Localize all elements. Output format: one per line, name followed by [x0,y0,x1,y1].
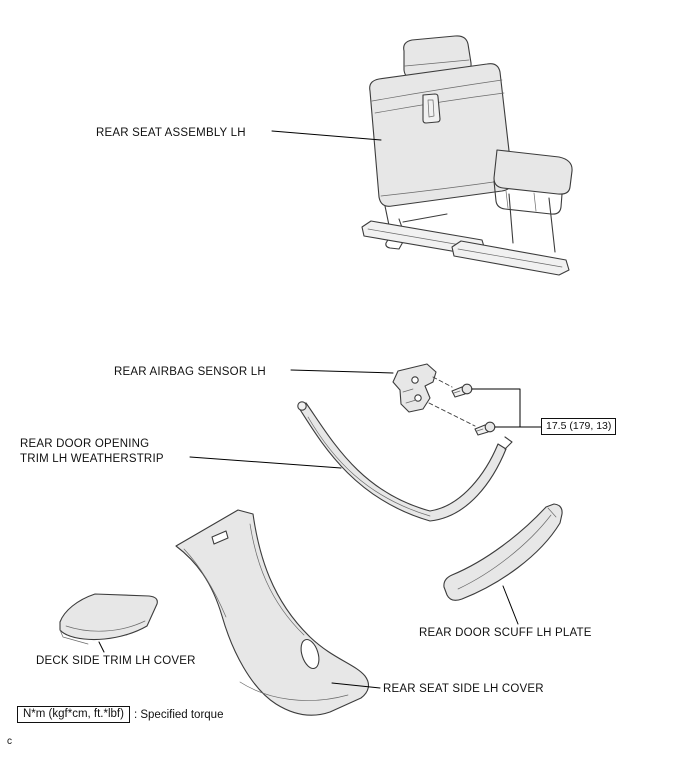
label-weatherstrip: REAR DOOR OPENING TRIM LH WEATHERSTRIP [20,437,164,467]
rear-seat-assembly-illustration [361,35,573,276]
label-deck-side-trim: DECK SIDE TRIM LH COVER [36,655,196,667]
torque-callout-lines [471,388,542,428]
deck-side-trim-illustration [59,593,158,645]
rear-airbag-sensor-illustration [392,363,437,413]
leader-lines [98,130,519,689]
torque-unit-symbol: N*m (kgf*cm, ft.*lbf) [17,706,130,723]
torque-legend-text: : Specified torque [133,708,224,721]
bolt-icon-bottom [474,421,496,436]
label-rear-airbag-sensor: REAR AIRBAG SENSOR LH [114,366,266,378]
torque-legend: N*m (kgf*cm, ft.*lbf) : Specified torque [17,706,223,723]
assembly-dashed-lines [428,376,476,427]
label-rear-seat-assembly: REAR SEAT ASSEMBLY LH [96,127,246,139]
label-weatherstrip-line2: TRIM LH WEATHERSTRIP [20,453,164,465]
rear-door-scuff-plate-illustration [443,503,563,601]
torque-spec-badge: 17.5 (179, 13) [541,418,617,435]
rear-seat-side-cover-illustration [175,509,370,716]
bolt-icon-top [451,383,473,398]
label-rear-door-scuff: REAR DOOR SCUFF LH PLATE [419,627,592,639]
label-rear-seat-side-cover: REAR SEAT SIDE LH COVER [383,683,544,695]
page-footnote: c [7,736,12,747]
label-weatherstrip-line1: REAR DOOR OPENING [20,438,150,450]
weatherstrip-illustration [297,401,513,522]
